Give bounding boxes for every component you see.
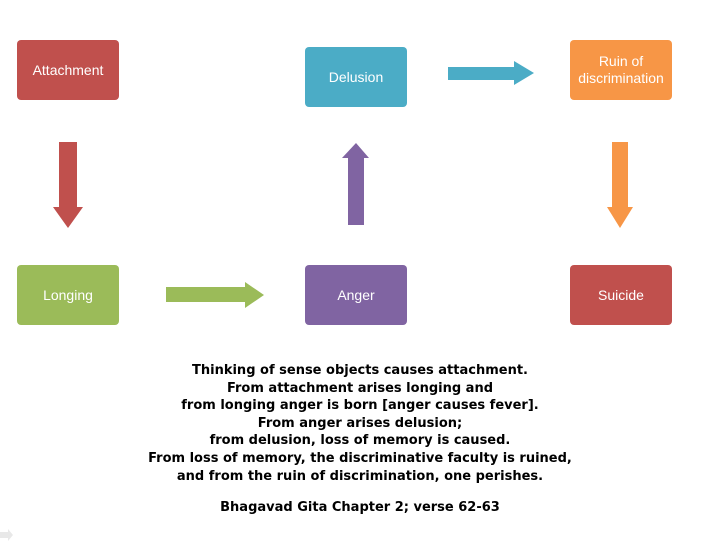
caption-line: From anger arises delusion; bbox=[257, 415, 463, 431]
caption-line: Thinking of sense objects causes attachm… bbox=[192, 363, 528, 378]
longing-label: Longing bbox=[43, 286, 93, 303]
arrow-ruin-to-suicide bbox=[607, 142, 633, 228]
delusion-label: Delusion bbox=[328, 68, 384, 85]
attachment-label: Attachment bbox=[32, 61, 104, 78]
anger-label: Anger bbox=[337, 286, 375, 303]
caption-line: From loss of memory, the discriminative … bbox=[148, 450, 572, 466]
ruin-of-discrimination-node: Ruin of discrimination bbox=[570, 40, 672, 100]
arrow-longing-to-anger bbox=[166, 282, 264, 308]
arrow-anger-to-delusion bbox=[342, 143, 369, 225]
caption-line: and from the ruin of discrimination, one… bbox=[176, 468, 544, 484]
arrow-attachment-to-longing bbox=[53, 142, 83, 228]
verse-caption: Thinking of sense objects causes attachm… bbox=[0, 362, 720, 485]
caption-line: from longing anger is born [anger causes… bbox=[181, 398, 539, 414]
ruin-of-discrimination-label: Ruin of discrimination bbox=[578, 53, 664, 86]
attachment-node: Attachment bbox=[17, 40, 119, 100]
delusion-node: Delusion bbox=[305, 47, 407, 107]
anger-node: Anger bbox=[305, 265, 407, 325]
suicide-node: Suicide bbox=[570, 265, 672, 325]
longing-node: Longing bbox=[17, 265, 119, 325]
caption-line: From attachment arises longing and bbox=[226, 380, 494, 396]
corner-arrow-icon bbox=[0, 529, 13, 541]
arrow-delusion-to-ruin bbox=[448, 61, 534, 85]
caption-line: from delusion, loss of memory is caused. bbox=[209, 433, 511, 449]
citation: Bhagavad Gita Chapter 2; verse 62-63 bbox=[220, 500, 500, 515]
suicide-label: Suicide bbox=[598, 286, 644, 303]
